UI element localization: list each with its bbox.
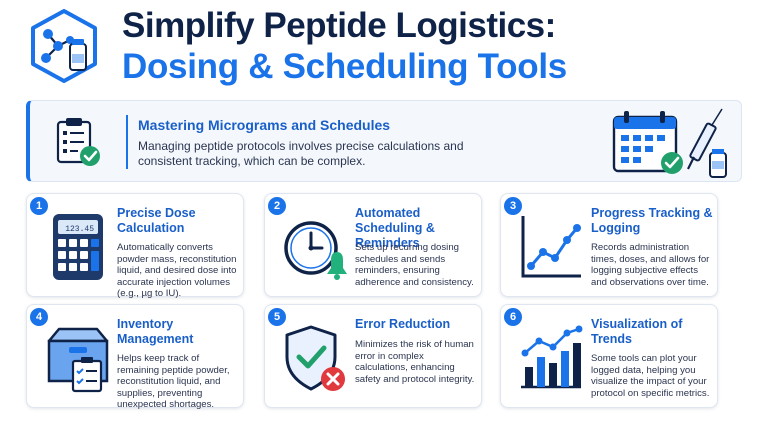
card-text: Sets up recurring dosing schedules and s… [355,242,474,288]
feature-card-progress-tracking: 3 Progress Tracking & Logging Records ad… [500,193,718,297]
clock-bell-icon [284,221,347,280]
card-title: Visualization of Trends [591,317,683,346]
feature-card-inventory: 4 Inventory Management Helps keep track … [26,304,244,410]
feature-card-error-reduction: 5 Error Reduction Minimizes the risk of … [264,304,482,408]
intro-banner: Mastering Micrograms and Schedules Manag… [26,100,742,182]
card-number-badge: 1 [30,197,48,215]
clipboard-check-icon [56,118,100,166]
banner-text: Managing peptide protocols involves prec… [138,139,464,168]
feature-card-visualization: 6 Visualization of Trends Some tools can… [500,304,718,408]
card-text: Records administration times, doses, and… [591,242,710,288]
card-number-badge: 3 [504,197,522,215]
card-text: Automatically converts powder mass, reco… [117,242,237,299]
page-title-line2: Dosing & Scheduling Tools [122,47,567,86]
feature-card-scheduling: 2 Automated Scheduling & Reminders Sets … [264,193,482,297]
line-graph-icon [521,216,581,278]
calculator-icon: 123.45 [53,214,103,280]
inventory-box-icon [47,327,109,393]
card-text: Helps keep track of remaining peptide po… [117,353,230,410]
shield-check-icon [285,325,345,391]
feature-card-dose-calculation: 1 123.45 Precise Dose Calculation Automa… [26,193,244,299]
calculator-display: 123.45 [65,225,94,234]
banner-divider [126,115,128,169]
card-title: Error Reduction [355,317,451,331]
card-number-badge: 4 [30,308,48,326]
calendar-syringe-icon [612,108,727,178]
card-number-badge: 2 [268,197,286,215]
card-number-badge: 6 [504,308,522,326]
card-title: Precise Dose Calculation [117,206,196,235]
banner-heading: Mastering Micrograms and Schedules [138,117,391,133]
card-number-badge: 5 [268,308,286,326]
card-title: Automated Scheduling & Reminders [355,206,435,250]
trend-chart-icon [521,325,583,389]
card-title: Progress Tracking & Logging [591,206,713,235]
card-text: Minimizes the risk of human error in com… [355,339,475,385]
page-title-line1: Simplify Peptide Logistics: [122,6,556,45]
card-title: Inventory Management [117,317,194,346]
peptide-logo-icon [31,9,97,83]
card-text: Some tools can plot your logged data, he… [591,353,710,399]
